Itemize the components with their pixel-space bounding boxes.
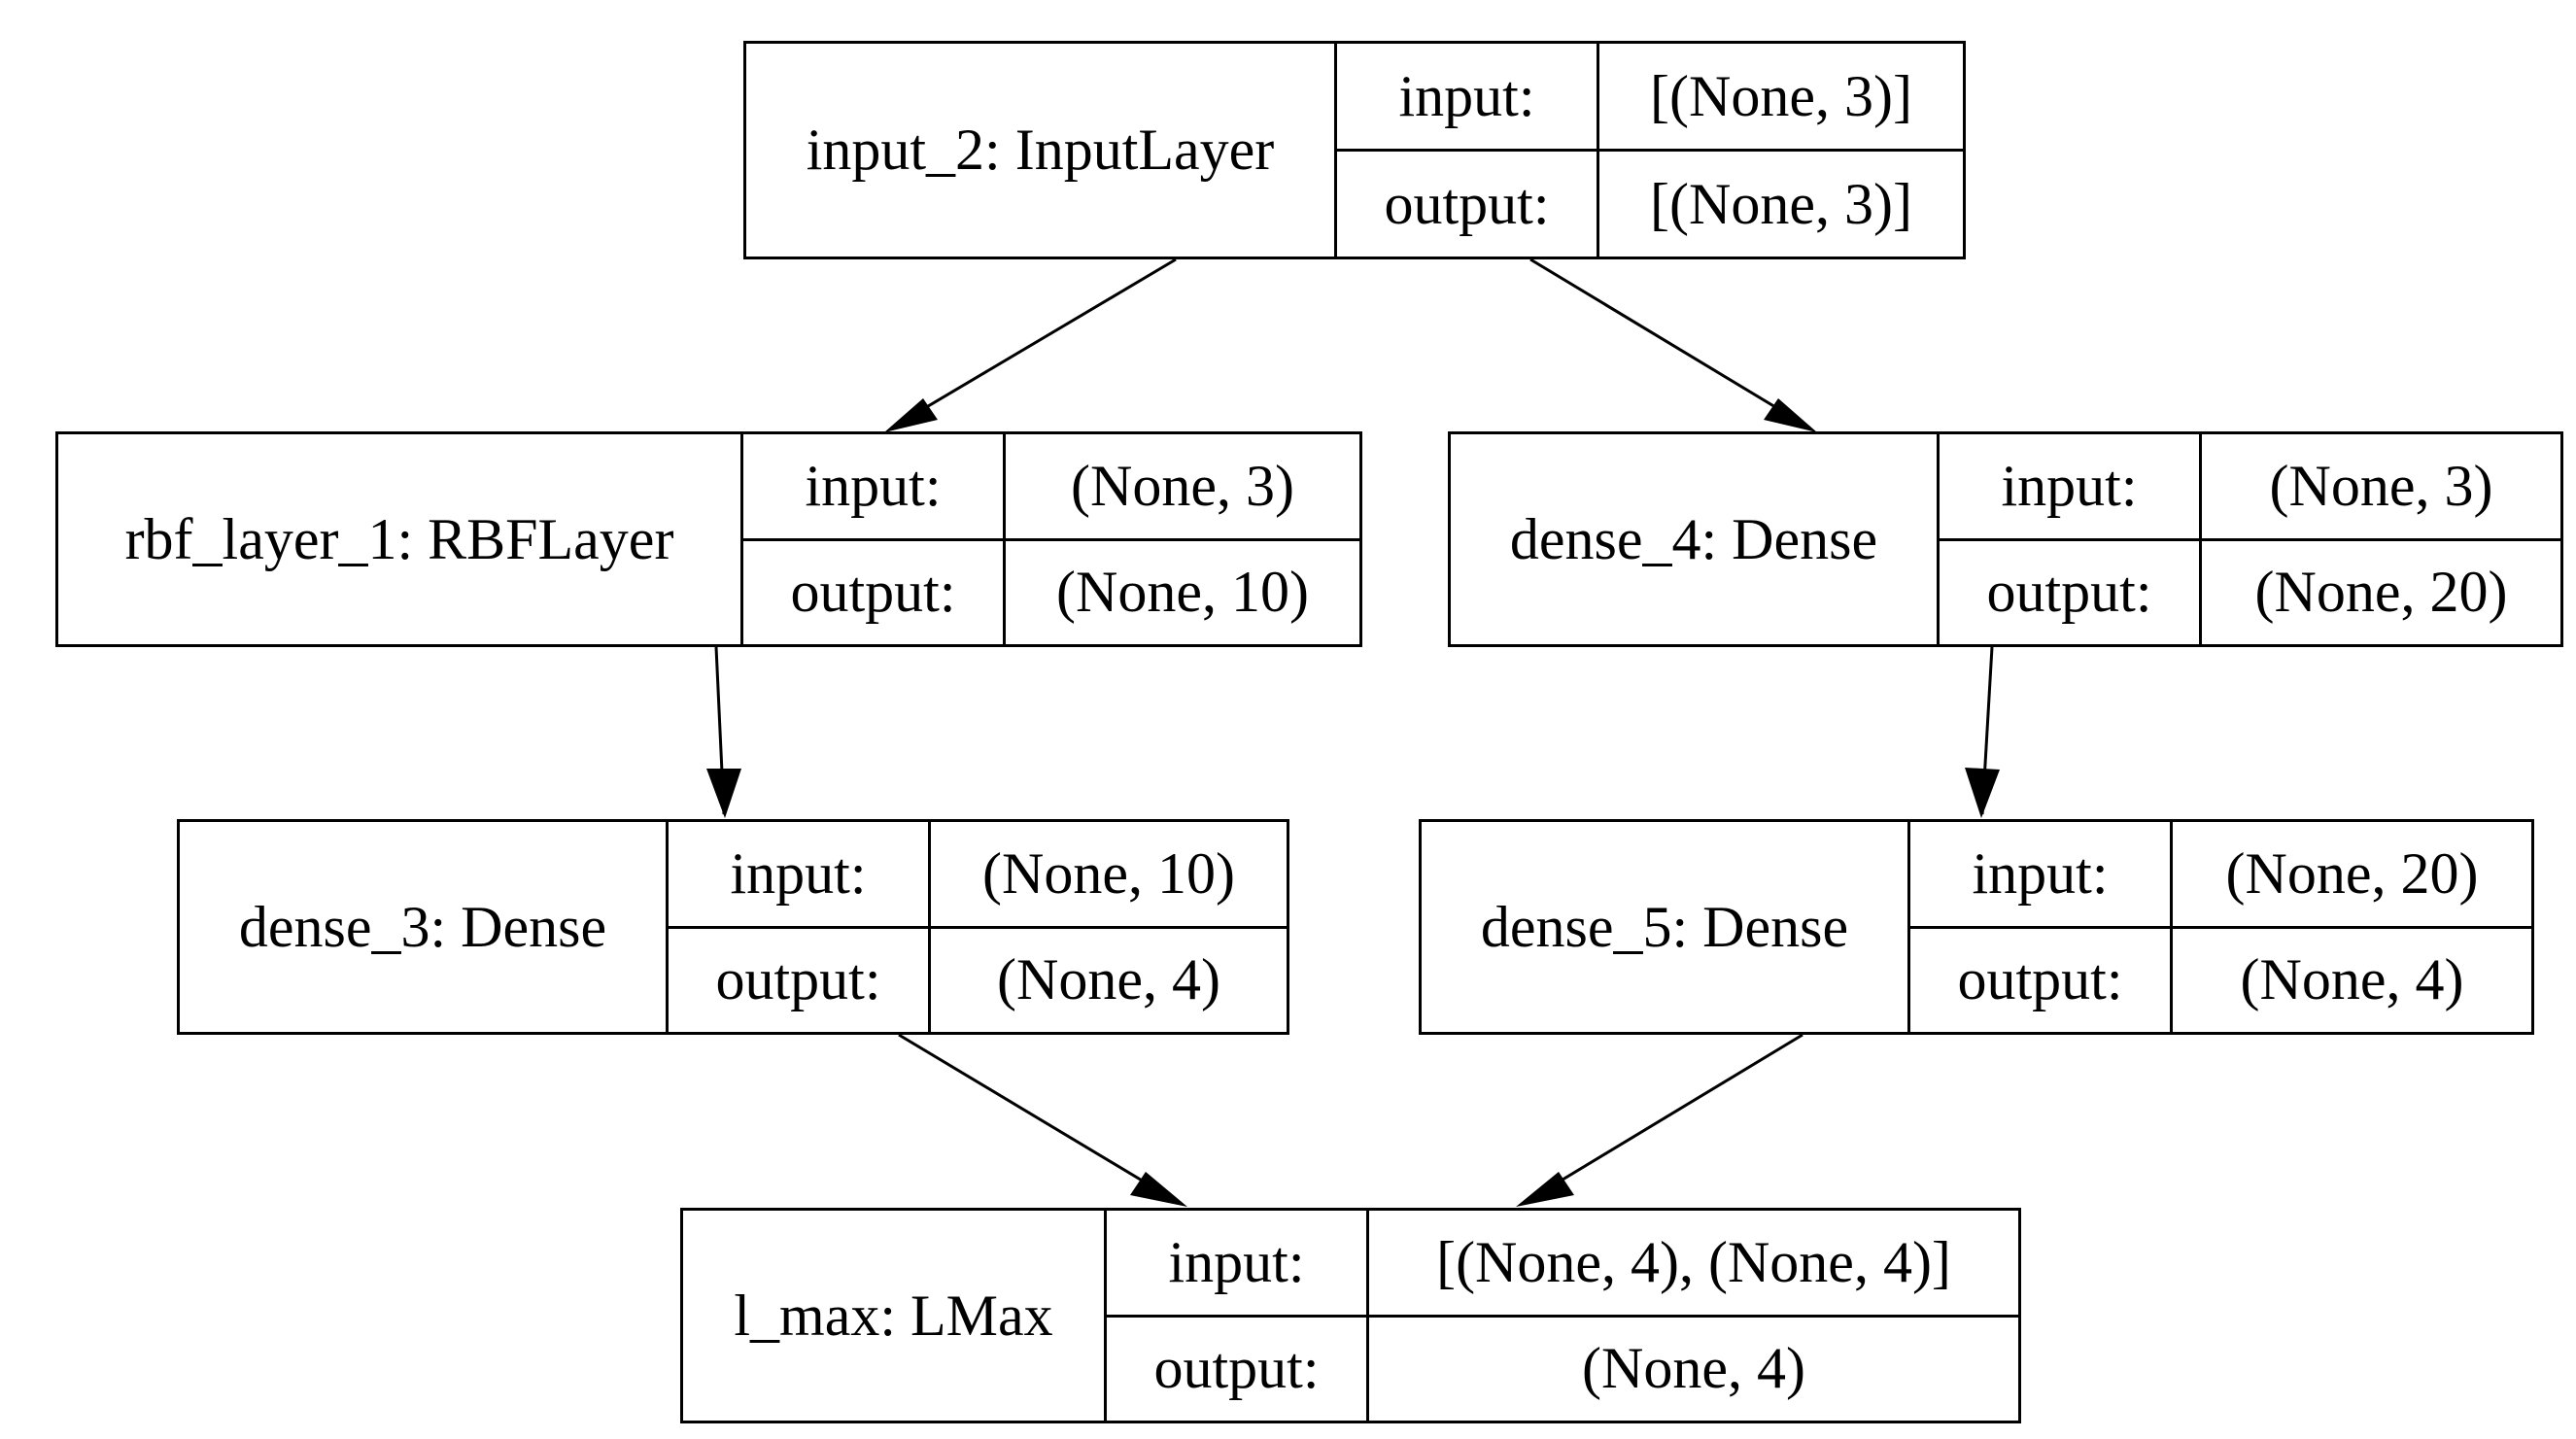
io-values: (None, 3) (None, 20) xyxy=(2202,434,2560,644)
node-l_max: l_max: LMax input: output: [(None, 4), (… xyxy=(680,1208,2021,1423)
arrowhead xyxy=(1130,1172,1187,1207)
node-input_2: input_2: InputLayer input: output: [(Non… xyxy=(743,41,1966,259)
arrowhead xyxy=(1764,398,1817,432)
output-label: output: xyxy=(1957,947,2123,1012)
io-values: (None, 3) (None, 10) xyxy=(1006,434,1359,644)
node-name: dense_5: Dense xyxy=(1422,822,1910,1032)
output-shape: (None, 4) xyxy=(2240,947,2464,1012)
node-name: l_max: LMax xyxy=(683,1211,1107,1421)
arrowhead xyxy=(706,769,741,818)
input-label: input: xyxy=(743,434,1003,541)
io-values: (None, 20) (None, 4) xyxy=(2173,822,2531,1032)
output-shape: (None, 20) xyxy=(2254,560,2508,625)
edge-dense_5-l_max xyxy=(1525,1033,1803,1204)
input-shape: [(None, 3)] xyxy=(1599,44,1963,152)
output-shape: (None, 4) xyxy=(1582,1336,1805,1401)
output-shape: [(None, 3)] xyxy=(1650,171,1912,236)
io-labels: input: output: xyxy=(1337,44,1599,257)
output-shape: (None, 10) xyxy=(1056,560,1309,625)
io-values: (None, 10) (None, 4) xyxy=(931,822,1287,1032)
edge-dense_3-l_max xyxy=(898,1033,1179,1204)
input-shape: [(None, 4), (None, 4)] xyxy=(1369,1211,2018,1318)
io-labels: input: output: xyxy=(1940,434,2202,644)
output-label: output: xyxy=(1153,1336,1320,1401)
input-label: input: xyxy=(1337,44,1597,152)
io-values: [(None, 3)] [(None, 3)] xyxy=(1599,44,1963,257)
node-dense_3: dense_3: Dense input: output: (None, 10)… xyxy=(177,819,1289,1035)
node-rbf_layer_1: rbf_layer_1: RBFLayer input: output: (No… xyxy=(55,431,1362,647)
node-name: dense_4: Dense xyxy=(1451,434,1940,644)
output-label: output: xyxy=(715,947,881,1012)
input-shape: (None, 3) xyxy=(1006,434,1359,541)
input-label: input: xyxy=(1107,1211,1366,1318)
io-labels: input: output: xyxy=(743,434,1006,644)
io-values: [(None, 4), (None, 4)] (None, 4) xyxy=(1369,1211,2018,1421)
io-labels: input: output: xyxy=(1910,822,2173,1032)
arrowhead xyxy=(884,398,938,432)
input-shape: (None, 10) xyxy=(931,822,1287,929)
arrowhead xyxy=(1516,1172,1574,1207)
edge-input_2-dense_4 xyxy=(1529,257,1810,429)
io-labels: input: output: xyxy=(669,822,931,1032)
node-dense_5: dense_5: Dense input: output: (None, 20)… xyxy=(1419,819,2534,1035)
node-dense_4: dense_4: Dense input: output: (None, 3) … xyxy=(1448,431,2563,647)
edge-input_2-rbf_layer_1 xyxy=(891,257,1177,429)
node-name: dense_3: Dense xyxy=(180,822,669,1032)
io-labels: input: output: xyxy=(1107,1211,1369,1421)
output-label: output: xyxy=(1986,560,2152,625)
node-name: rbf_layer_1: RBFLayer xyxy=(58,434,743,644)
output-label: output: xyxy=(1384,171,1550,236)
input-shape: (None, 3) xyxy=(2202,434,2560,541)
input-label: input: xyxy=(669,822,928,929)
input-label: input: xyxy=(1910,822,2170,929)
output-label: output: xyxy=(790,560,956,625)
node-name: input_2: InputLayer xyxy=(746,44,1337,257)
arrowhead xyxy=(1965,768,2000,818)
input-shape: (None, 20) xyxy=(2173,822,2531,929)
input-label: input: xyxy=(1940,434,2199,541)
output-shape: (None, 4) xyxy=(997,947,1220,1012)
